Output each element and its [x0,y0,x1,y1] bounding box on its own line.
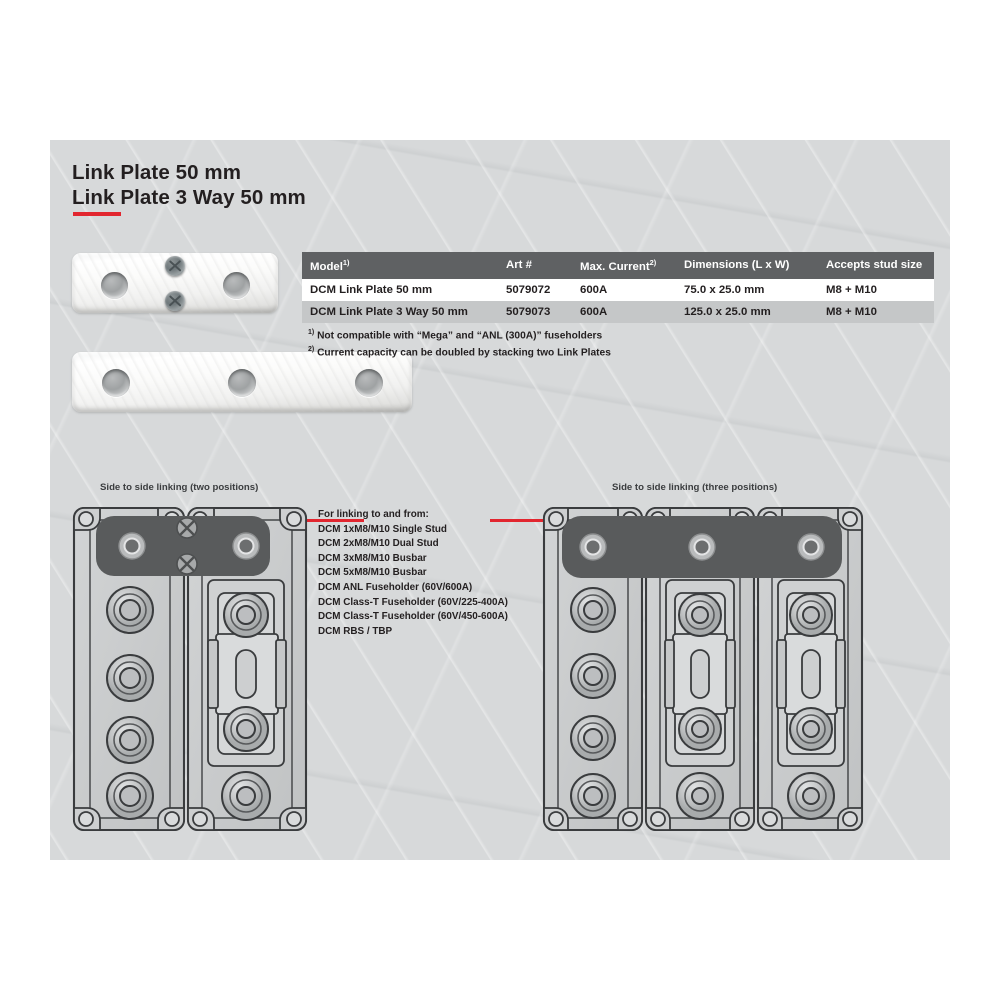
diagram-three-position-linking [532,498,872,843]
product-photo-link-plate-50mm [72,253,278,313]
cell-stud: M8 + M10 [818,278,934,301]
link-plate-overlay-3way [562,516,842,578]
list-item: DCM RBS / TBP [318,625,393,637]
cell-art: 5079073 [498,300,572,323]
header-max-current: Max. Current2) [572,252,676,279]
title-underline-rule [73,212,121,216]
list-item: DCM ANL Fuseholder (60V/600A) [318,581,473,593]
cell-art: 5079072 [498,278,572,301]
cell-model: DCM Link Plate 3 Way 50 mm [302,300,498,323]
table-row: DCM Link Plate 3 Way 50 mm 5079073 600A … [302,300,934,323]
plate-screw-bottom [165,291,185,311]
plate3-hole-left [102,369,130,397]
plate-hole-right [223,272,250,299]
cell-model: DCM Link Plate 50 mm [302,278,498,301]
specification-table: Model1) Art # Max. Current2) Dimensions … [302,252,934,323]
list-item: DCM 3xM8/M10 Busbar [318,552,427,564]
link-plate-overlay-2way [96,516,270,576]
linking-list-header: For linking to and from: [318,509,429,520]
cell-dimensions: 75.0 x 25.0 mm [676,278,818,301]
title-line-1: Link Plate 50 mm [72,161,242,184]
cell-stud: M8 + M10 [818,300,934,323]
diagram-two-position-linking [60,498,320,843]
linking-compatibility-list: For linking to and from: DCM 1xM8/M10 Si… [318,508,508,639]
footnote-2: 2) Current capacity can be doubled by st… [308,345,611,359]
page-title: Link Plate 50 mm Link Plate 3 Way 50 mm [72,160,306,210]
caption-left-diagram: Side to side linking (two positions) [100,482,259,493]
header-model: Model1) [302,252,498,279]
cell-dimensions: 125.0 x 25.0 mm [676,300,818,323]
header-dimensions: Dimensions (L x W) [676,252,818,279]
footnote-1: 1) Not compatible with “Mega” and “ANL (… [308,329,603,342]
table-footnotes: 1) Not compatible with “Mega” and “ANL (… [308,326,611,360]
connector-line-right [490,519,572,522]
table-header-row: Model1) Art # Max. Current2) Dimensions … [302,252,934,279]
list-item: DCM 5xM8/M10 Busbar [318,567,427,579]
caption-right-diagram: Side to side linking (three positions) [612,482,778,493]
header-art: Art # [498,252,572,279]
cell-current: 600A [572,300,676,323]
plate3-hole-middle [228,369,256,397]
list-item: DCM 1xM8/M10 Single Stud [318,523,447,535]
connector-line-left [286,519,364,522]
plate-hole-left [101,272,128,299]
list-item: DCM Class-T Fuseholder (60V/450-600A) [318,611,508,623]
cell-current: 600A [572,278,676,301]
title-line-2: Link Plate 3 Way 50 mm [72,186,306,209]
table-row: DCM Link Plate 50 mm 5079072 600A 75.0 x… [302,278,934,301]
list-item: DCM 2xM8/M10 Dual Stud [318,538,439,550]
plate3-hole-right [355,369,383,397]
header-stud-size: Accepts stud size [818,252,934,279]
list-item: DCM Class-T Fuseholder (60V/225-400A) [318,596,508,608]
content-panel: Link Plate 50 mm Link Plate 3 Way 50 mm … [50,140,950,860]
product-photo-link-plate-3way-50mm [72,352,412,412]
plate-screw-top [165,256,185,276]
